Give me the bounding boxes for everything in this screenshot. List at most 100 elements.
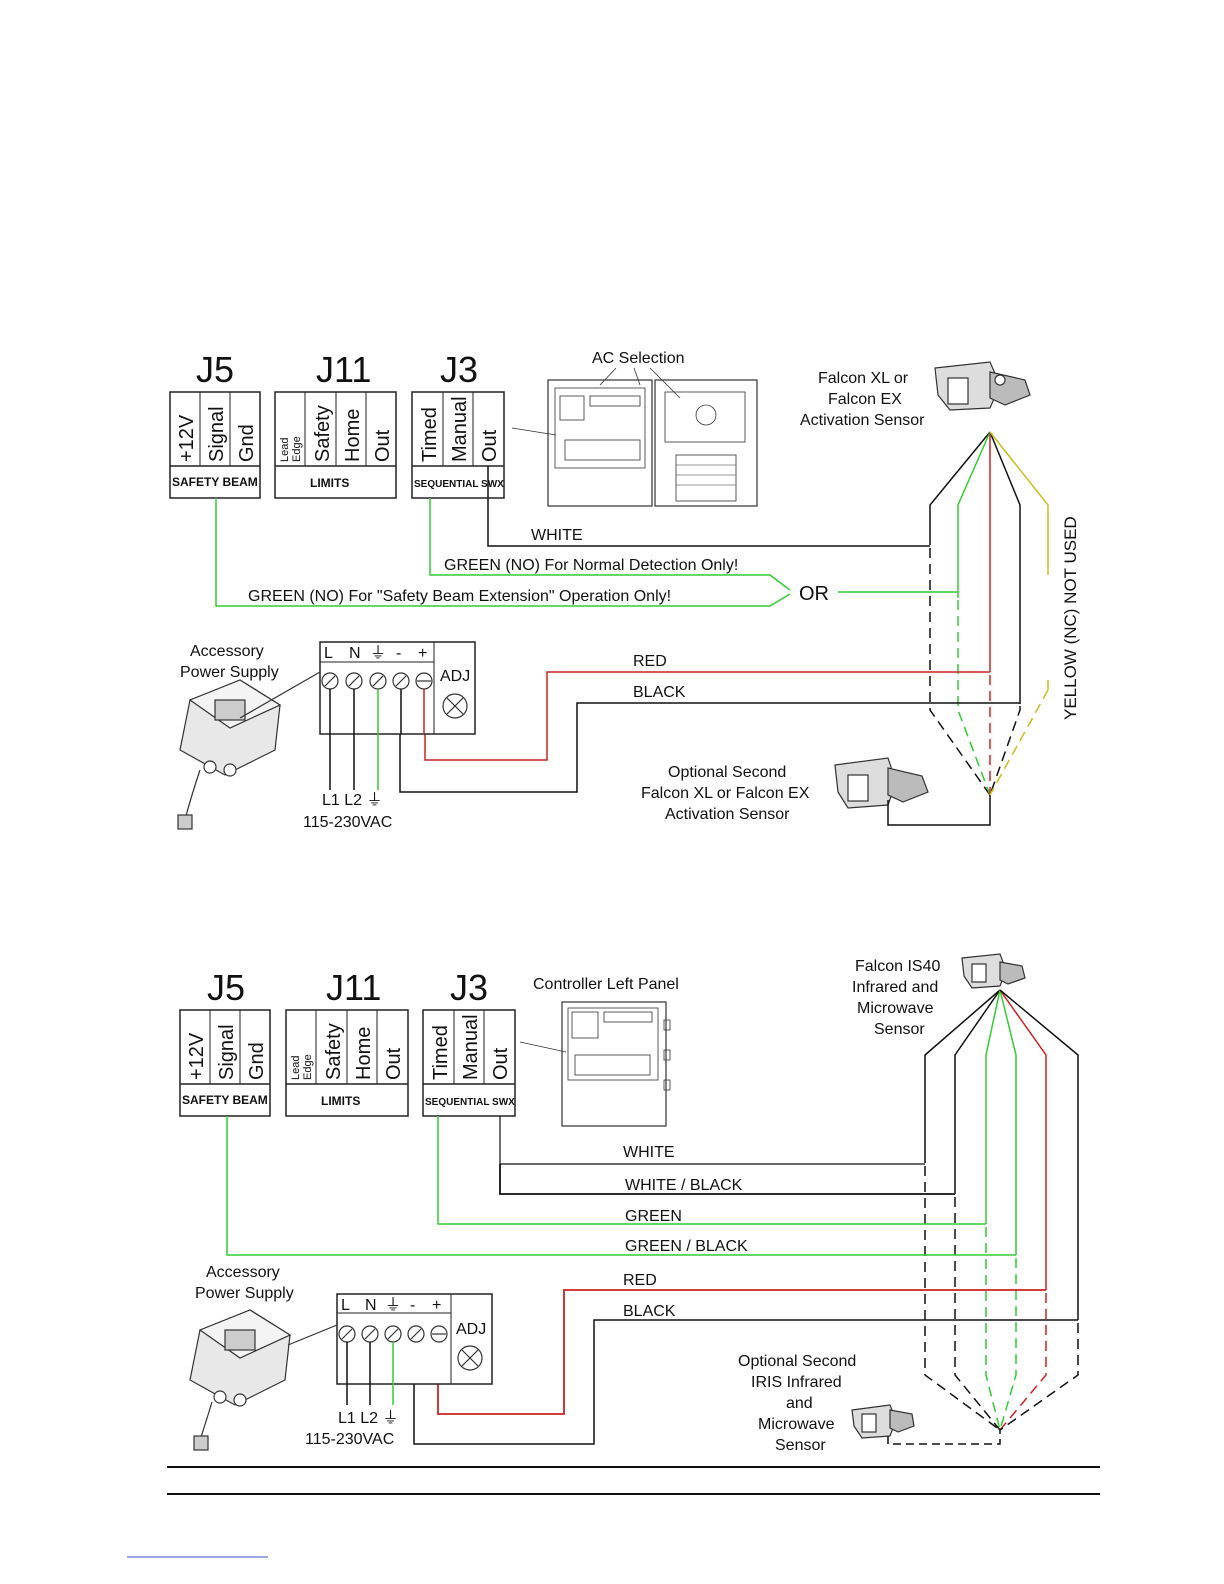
j5-box — [169, 391, 261, 499]
j3b-pin-out: Out — [490, 1047, 512, 1080]
term-n: N — [349, 645, 361, 662]
or-label: OR — [799, 583, 829, 605]
green-black-wire — [226, 1116, 1016, 1256]
j5-pin-signal: Signal — [206, 406, 228, 462]
power2-label-1: Accessory — [206, 1264, 280, 1281]
power-label-1: Accessory — [190, 643, 264, 660]
adj2-label: ADJ — [456, 1321, 486, 1338]
controller-label: Controller Left Panel — [533, 976, 679, 993]
iris-label-3: and — [786, 1395, 813, 1412]
green-normal-label: GREEN (NO) For Normal Detection Only! — [444, 557, 738, 574]
j11-pin-home: Home — [342, 409, 364, 462]
red-wire — [424, 671, 990, 761]
j3-title: J3 — [440, 349, 478, 390]
j11-pin-out: Out — [372, 429, 394, 462]
green-normal-wire — [429, 498, 791, 591]
sensor-label-2: Falcon EX — [828, 391, 902, 408]
red2-wire — [437, 1289, 1046, 1415]
second-sensor-label-1: Optional Second — [668, 764, 786, 781]
second-sensor-label-3: Activation Sensor — [665, 806, 790, 823]
j11b-title: J11 — [326, 967, 381, 1008]
white-wire-label: WHITE — [531, 527, 583, 544]
j11b-pin-home: Home — [353, 1027, 375, 1080]
j5-pin-gnd: Gnd — [236, 424, 258, 462]
iris-label-1: Optional Second — [738, 1353, 856, 1370]
second-iris-sensor-icon — [851, 1404, 915, 1439]
is40-wire-fan — [924, 989, 1079, 1320]
controller-drawing — [511, 367, 758, 507]
term2-n: N — [365, 1297, 377, 1314]
j5b-pin-gnd: Gnd — [246, 1042, 268, 1080]
sensor-label-3: Activation Sensor — [800, 412, 925, 429]
j5b-footer: SAFETY BEAM — [182, 1093, 268, 1107]
j3-pin-out: Out — [479, 429, 501, 462]
sensor1-wire-fan — [929, 431, 1049, 704]
is40-label-3: Microwave — [857, 1000, 934, 1017]
j11b-footer: LIMITS — [321, 1094, 360, 1108]
term-l: L — [324, 645, 333, 662]
adj-label: ADJ — [440, 668, 470, 685]
j3-footer: SEQUENTIAL SWX — [414, 479, 504, 490]
green2-wire — [437, 1116, 986, 1225]
voltage2-label: 115-230VAC — [305, 1431, 394, 1448]
j5-title: J5 — [196, 349, 234, 390]
j11b-pin-out: Out — [383, 1047, 405, 1080]
j11b-pin-edge: Edge — [302, 1054, 314, 1080]
red-wire-label: RED — [633, 653, 667, 670]
falcon-sensor-icon — [934, 361, 1031, 411]
j3b-box — [422, 1009, 516, 1117]
j5b-box — [179, 1009, 271, 1117]
second-sensor-label-2: Falcon XL or Falcon EX — [641, 785, 810, 802]
is40-sensor-icon — [961, 953, 1026, 989]
iris-label-4: Microwave — [758, 1416, 835, 1433]
second-iris-wire-fan — [924, 1166, 1079, 1431]
mains-label: L1 L2 ⏚ — [322, 791, 383, 809]
diagram-2: J5 +12V Signal Gnd SAFETY BEAM J11 Lead … — [179, 953, 1079, 1454]
black2-label: BLACK — [623, 1303, 676, 1320]
sensor2-wire-fan — [929, 548, 1049, 796]
yellow-not-used-label: YELLOW (NC) NOT USED — [1061, 516, 1080, 720]
term-plus: + — [418, 645, 427, 662]
power-label-2: Power Supply — [180, 664, 279, 681]
iris-label-2: IRIS Infrared — [751, 1374, 842, 1391]
j5b-pin-12v: +12V — [186, 1032, 208, 1080]
j3b-pin-timed: Timed — [430, 1025, 452, 1080]
j5-footer: SAFETY BEAM — [172, 475, 258, 489]
power2-label-2: Power Supply — [195, 1285, 294, 1302]
power-supply-icon-2 — [189, 1309, 338, 1451]
is40-label-1: Falcon IS40 — [855, 958, 940, 975]
j11-pin-safety: Safety — [312, 405, 334, 462]
j11-pin-lead: Lead — [279, 438, 291, 462]
iris-label-5: Sensor — [775, 1437, 826, 1454]
j3-pin-manual: Manual — [449, 396, 471, 462]
green-black-label: GREEN / BLACK — [625, 1238, 748, 1255]
term2-minus: - — [410, 1297, 415, 1314]
white-black-label: WHITE / BLACK — [625, 1177, 743, 1194]
green-safety-wire — [215, 498, 791, 607]
diagram-1: J5 +12V Signal Gnd SAFETY BEAM J11 Lead … — [169, 349, 1080, 831]
is40-label-2: Infrared and — [852, 979, 938, 996]
j11b-pin-lead: Lead — [290, 1056, 302, 1080]
j5b-pin-signal: Signal — [216, 1024, 238, 1080]
green-safety-label: GREEN (NO) For "Safety Beam Extension" O… — [248, 588, 671, 605]
power-supply-icon — [177, 671, 321, 830]
white-black-wire — [499, 1164, 955, 1195]
red2-label: RED — [623, 1272, 657, 1289]
ac-selection-label: AC Selection — [592, 350, 685, 367]
screw-terminals-2 — [338, 1325, 483, 1371]
term2-gnd: ⏚ — [385, 1296, 401, 1314]
second-sensor-icon — [834, 757, 929, 809]
j3b-title: J3 — [450, 967, 488, 1008]
term2-plus: + — [432, 1297, 441, 1314]
sensor-label-1: Falcon XL or — [818, 370, 909, 387]
white-wire — [487, 466, 930, 547]
white2-wire — [499, 1116, 925, 1165]
black-wire — [399, 693, 1020, 793]
j11-footer: LIMITS — [310, 476, 349, 490]
j5b-title: J5 — [207, 967, 245, 1008]
j11b-pin-safety: Safety — [323, 1023, 345, 1080]
j11-title: J11 — [316, 349, 371, 390]
j11-pin-edge: Edge — [291, 436, 303, 462]
